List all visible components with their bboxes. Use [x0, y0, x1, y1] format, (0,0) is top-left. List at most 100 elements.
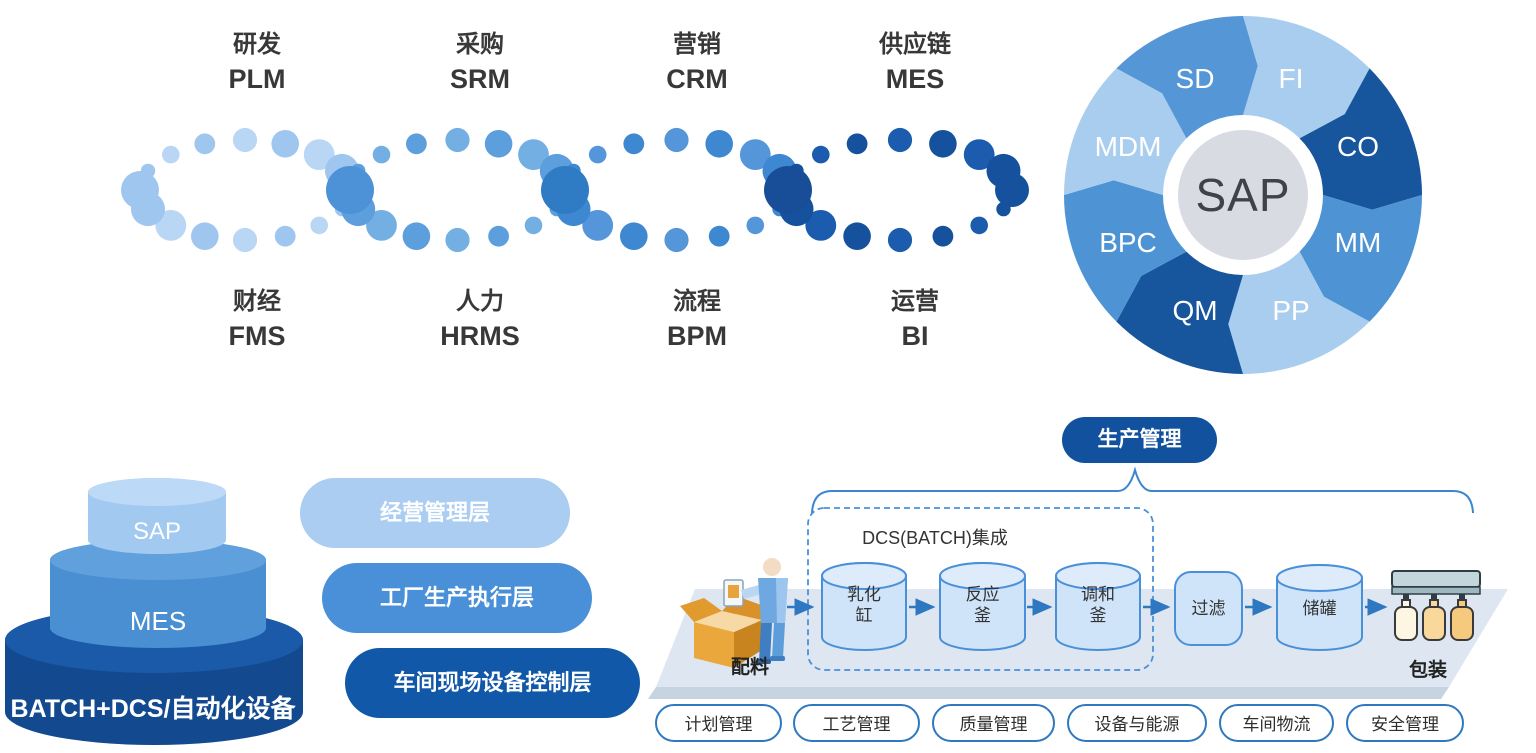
- loop-label-mes: 供应链 MES: [820, 28, 1010, 96]
- loop-label-bpm-cn: 流程: [673, 288, 721, 315]
- loop-dot: [232, 127, 258, 153]
- wheel-center-label: SAP: [1195, 169, 1291, 221]
- loop-label-srm: 采购 SRM: [385, 28, 575, 96]
- wheel-segment-co: [1299, 68, 1422, 210]
- loop-label-fms-en: FMS: [228, 321, 286, 351]
- loop-junction-dot: [121, 171, 159, 209]
- feeding-caption: 配料: [730, 657, 769, 678]
- loop-dot: [932, 225, 954, 247]
- loop-label-plm-en: PLM: [228, 64, 286, 94]
- loop-junction-dot: [995, 173, 1029, 207]
- loop-dot: [402, 222, 431, 250]
- loop-label-bi-en: BI: [901, 321, 929, 351]
- tank-label-reactor: 反应釜: [940, 584, 1025, 626]
- loop-dot: [162, 145, 180, 164]
- layer-pill-factory-execution: 工厂生产执行层: [322, 563, 592, 633]
- loop-dot: [843, 222, 871, 250]
- loop-dot: [582, 210, 614, 241]
- tank-label-emulsifier: 乳化缸: [822, 584, 906, 626]
- loop-dot: [155, 210, 187, 241]
- loop-dot: [963, 139, 995, 171]
- loop-dot: [524, 216, 543, 235]
- loop-dot: [274, 225, 296, 247]
- loop-dot: [488, 225, 509, 247]
- loop-label-hrms-en: HRMS: [440, 321, 520, 351]
- stack-sap-top: [88, 478, 226, 506]
- wheel-segment-label-mm: MM: [1334, 227, 1382, 258]
- wheel-segment-mdm: [1064, 68, 1187, 195]
- loop-dot: [588, 145, 607, 164]
- loop-dot: [929, 130, 957, 158]
- brace: [811, 466, 1474, 514]
- loop-label-bi-cn: 运营: [891, 288, 939, 315]
- wheel-segment-qm: [1116, 251, 1243, 374]
- sap-wheel-sectors: [1064, 16, 1422, 374]
- wheel-segment-label-co: CO: [1337, 131, 1379, 162]
- loop-dot: [664, 127, 689, 153]
- dcs-batch-box-label: DCS(BATCH)集成: [862, 528, 1008, 548]
- storage-label: 储罐: [1302, 599, 1337, 618]
- process-loops-dots: [121, 127, 1029, 253]
- wheel-segment-label-pp: PP: [1272, 295, 1310, 326]
- pill-quality-management: 质量管理: [932, 704, 1055, 742]
- loop-dot: [970, 216, 988, 235]
- pill-equipment-energy: 设备与能源: [1067, 704, 1207, 742]
- loop-label-srm-en: SRM: [450, 64, 510, 94]
- loop-dot: [518, 139, 549, 171]
- loop-label-hrms: 人力 HRMS: [385, 285, 575, 353]
- packaging-machine-icon: [1391, 570, 1481, 641]
- loop-junction-dot: [326, 166, 374, 214]
- wheel-segment-label-fi: FI: [1278, 63, 1304, 94]
- loop-dot: [887, 127, 913, 153]
- sap-wheel-center-circle: [1178, 130, 1308, 260]
- pill-safety-management: 安全管理: [1346, 704, 1464, 742]
- wheel-segment-label-mdm: MDM: [1094, 131, 1162, 162]
- stack-mes-top: [50, 540, 266, 580]
- loop-dot: [623, 133, 645, 155]
- loop-label-bi: 运营 BI: [820, 285, 1010, 353]
- flow-vessels: [821, 562, 1363, 651]
- loop-label-mes-cn: 供应链: [879, 31, 951, 58]
- pill-workshop-logistics: 车间物流: [1219, 704, 1334, 742]
- loop-dot: [194, 133, 216, 155]
- wheel-segment-fi: [1243, 16, 1370, 139]
- layer-pill-business-management: 经营管理层: [300, 478, 570, 548]
- loop-dot: [846, 133, 868, 155]
- loop-label-bpm: 流程 BPM: [602, 285, 792, 353]
- loop-label-fms: 财经 FMS: [162, 285, 352, 353]
- loop-dot: [445, 127, 470, 153]
- loop-label-srm-cn: 采购: [456, 31, 504, 58]
- pill-plan-management: 计划管理: [655, 704, 782, 742]
- loop-label-fms-cn: 财经: [233, 288, 281, 315]
- wheel-segment-pp: [1228, 251, 1370, 374]
- loop-dot: [303, 139, 335, 171]
- loop-junction-dot: [541, 166, 589, 214]
- loop-dot: [708, 225, 730, 247]
- pill-process-management: 工艺管理: [793, 704, 920, 742]
- loop-dot: [746, 216, 765, 235]
- wheel-segment-label-qm: QM: [1172, 295, 1218, 326]
- layer-pill-device-control: 车间现场设备控制层: [345, 648, 640, 718]
- loop-label-plm-cn: 研发: [233, 31, 281, 58]
- sap-wheel: [1064, 16, 1422, 374]
- loop-dot: [739, 139, 771, 171]
- loop-dot: [310, 216, 329, 235]
- material-feeding-icon: [680, 558, 788, 668]
- loop-dot: [406, 133, 427, 155]
- loop-label-crm-cn: 营销: [673, 31, 721, 58]
- wheel-segment-mm: [1299, 195, 1422, 322]
- filter-label: 过滤: [1191, 599, 1226, 618]
- filter-box: [1174, 571, 1243, 646]
- loop-dot: [372, 145, 391, 164]
- loop-label-crm-en: CRM: [666, 64, 728, 94]
- loop-label-plm: 研发 PLM: [162, 28, 352, 96]
- loop-label-mes-en: MES: [885, 64, 945, 94]
- tank-label-blending: 调和釜: [1056, 584, 1140, 626]
- loop-dot: [887, 227, 913, 253]
- loop-label-bpm-en: BPM: [667, 321, 727, 351]
- loop-dot: [805, 210, 837, 241]
- loop-dot: [445, 227, 470, 253]
- loop-label-hrms-cn: 人力: [456, 288, 504, 315]
- tank-label-blending-text: 调和釜: [1081, 585, 1115, 625]
